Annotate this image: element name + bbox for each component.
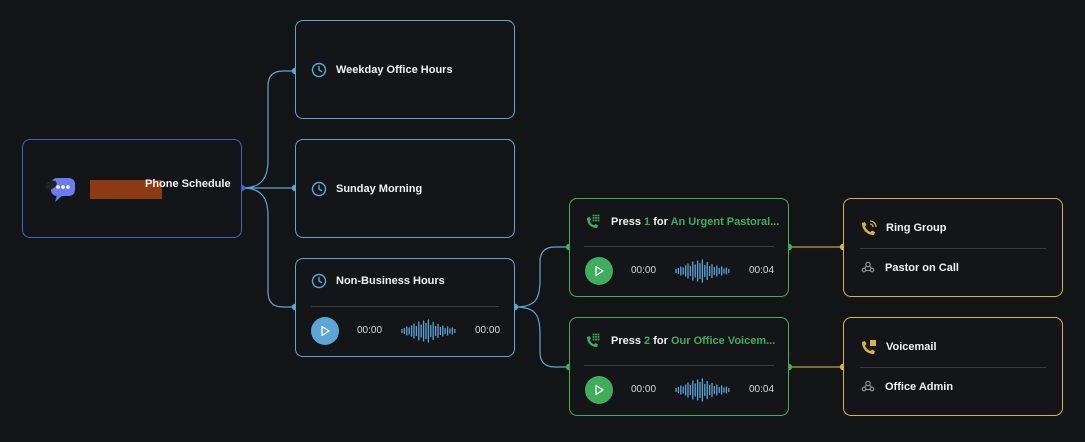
divider: [584, 246, 774, 247]
audio-duration: 00:04: [749, 384, 775, 395]
redaction-block: [90, 180, 162, 199]
menu-target: An Urgent Pastoral...: [670, 216, 780, 228]
schedule-label: Sunday Morning: [336, 183, 423, 195]
destination-member: Pastor on Call: [885, 262, 959, 274]
menu-prefix: Press: [611, 216, 641, 228]
divider: [584, 365, 774, 366]
schedule-node-weekday[interactable]: Weekday Office Hours: [295, 20, 515, 119]
schedule-label: Non-Business Hours: [336, 275, 445, 287]
play-button[interactable]: [585, 257, 613, 285]
destination-node-voicemail[interactable]: Voicemail Office Admin: [843, 317, 1063, 416]
phone-ringing-icon: [860, 219, 878, 237]
menu-target: Our Office Voicem...: [670, 335, 776, 347]
audio-duration: 00:04: [749, 265, 775, 276]
audio-waveform[interactable]: [674, 378, 732, 402]
divider: [860, 248, 1046, 249]
phone-keypad-icon: [584, 213, 602, 231]
phone-keypad-icon: [584, 332, 602, 350]
group-icon: [860, 260, 876, 276]
schedule-node-non-business[interactable]: Non-Business Hours 00:00 00:00: [295, 258, 515, 357]
divider: [860, 367, 1046, 368]
voicemail-icon: [860, 338, 878, 356]
destination-type: Voicemail: [886, 341, 937, 353]
menu-key: 2: [644, 335, 651, 347]
schedule-label: Weekday Office Hours: [336, 64, 453, 76]
menu-mid: for: [653, 335, 668, 347]
menu-mid: for: [653, 216, 668, 228]
menu-key: 1: [644, 216, 651, 228]
group-icon: [860, 379, 876, 395]
play-button[interactable]: [311, 317, 339, 345]
destination-node-ring-group[interactable]: Ring Group Pastor on Call: [843, 198, 1063, 297]
destination-member: Office Admin: [885, 381, 954, 393]
audio-current-time: 00:00: [631, 265, 657, 276]
audio-waveform[interactable]: [400, 319, 458, 343]
menu-prefix: Press: [611, 335, 641, 347]
phone-schedule-node[interactable]: Phone Schedule: [22, 139, 242, 238]
menu-option-node-1[interactable]: Press 1 for An Urgent Pastoral... 00:00 …: [569, 198, 789, 297]
clock-icon: [311, 62, 327, 78]
clock-icon: [311, 181, 327, 197]
destination-type: Ring Group: [886, 222, 947, 234]
audio-duration: 00:00: [475, 325, 501, 336]
schedule-node-sunday[interactable]: Sunday Morning: [295, 139, 515, 238]
divider: [311, 306, 499, 307]
chat-bubble-icon: [41, 176, 79, 204]
menu-option-node-2[interactable]: Press 2 for Our Office Voicem... 00:00 0…: [569, 317, 789, 416]
audio-current-time: 00:00: [631, 384, 657, 395]
root-label: Phone Schedule: [145, 178, 231, 190]
audio-current-time: 00:00: [357, 325, 383, 336]
play-button[interactable]: [585, 376, 613, 404]
clock-icon: [311, 273, 327, 289]
audio-waveform[interactable]: [674, 259, 732, 283]
